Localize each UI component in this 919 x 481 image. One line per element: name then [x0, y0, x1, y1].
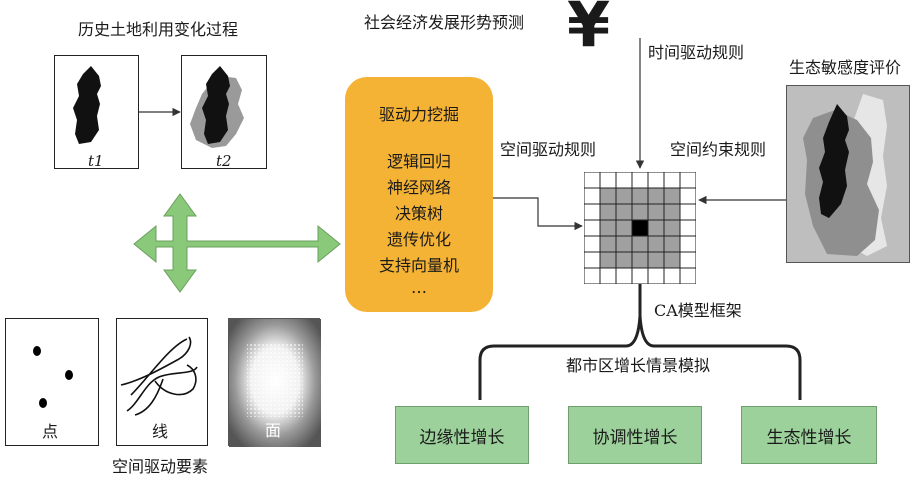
method-1: 逻辑回归: [386, 152, 451, 171]
scenario-edge-label: 边缘性增长: [419, 427, 505, 448]
element-area-frame: 面: [228, 318, 321, 447]
history-t1-frame: [54, 55, 139, 169]
scenario-brace: [478, 315, 802, 400]
scenario-coordinated-label: 协调性增长: [592, 427, 678, 448]
scenario-coordinated-growth: 协调性增长: [568, 406, 702, 464]
socio-title: 社会经济发展形势预测: [364, 13, 525, 32]
history-title: 历史土地利用变化过程: [78, 20, 239, 39]
point-dots: [33, 346, 73, 408]
area-gradient: [229, 319, 321, 447]
eco-title: 生态敏感度评价: [789, 58, 902, 77]
scenario-title: 都市区增长情景模拟: [566, 356, 711, 375]
t2-label: t2: [216, 152, 232, 170]
area-label: 面: [265, 421, 282, 440]
t1-label: t1: [88, 152, 104, 170]
constraint-rule-label: 空间约束规则: [670, 140, 767, 159]
grid-lines: [584, 172, 696, 284]
method-5: 支持向量机: [378, 256, 459, 275]
yen-icon: ¥: [567, 0, 611, 61]
ca-grid: [584, 172, 696, 284]
time-rule-label: 时间驱动规则: [648, 43, 745, 62]
eco-sensitivity-map: [786, 85, 910, 263]
ca-framework-label: CA模型框架: [654, 301, 742, 320]
line-label: 线: [152, 422, 169, 441]
scenario-ecological-label: 生态性增长: [766, 427, 852, 448]
scenario-ecological-growth: 生态性增长: [741, 406, 877, 464]
line-curves: [120, 336, 198, 416]
point-label: 点: [42, 422, 59, 441]
scenario-edge-growth: 边缘性增长: [395, 406, 529, 464]
element-line-frame: [116, 318, 208, 446]
spatial-rule-arrow: [493, 197, 583, 231]
t1-landuse-shape: [73, 66, 101, 144]
element-point-frame: [5, 318, 99, 446]
elements-title: 空间驱动要素: [112, 457, 209, 476]
method-3: 决策树: [394, 204, 443, 223]
t2-landuse-shape: [190, 66, 244, 148]
driving-force-title: 驱动力挖掘: [378, 105, 459, 124]
green-cross-arrow: [133, 193, 341, 293]
spatial-rule-label: 空间驱动规则: [500, 140, 597, 159]
method-2: 神经网络: [386, 178, 451, 197]
driving-force-box: 驱动力挖掘 逻辑回归 神经网络 决策树 遗传优化 支持向量机 …: [345, 77, 493, 312]
eco-sensitivity-shapes: [803, 94, 887, 256]
method-4: 遗传优化: [386, 230, 451, 249]
history-t2-frame: [181, 55, 267, 169]
grid-center-cell: [632, 220, 648, 236]
method-more: …: [411, 278, 427, 297]
